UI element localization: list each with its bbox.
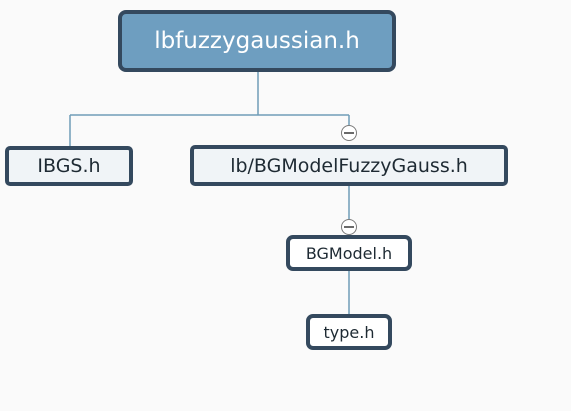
collapse-minus-icon[interactable] [341, 219, 357, 235]
node-bgmodelfuzzygauss[interactable]: lb/BGModelFuzzyGauss.h [190, 145, 508, 186]
node-root[interactable]: lbfuzzygaussian.h [118, 10, 396, 72]
node-bgmodelfuzzygauss-label: lb/BGModelFuzzyGauss.h [230, 154, 468, 177]
node-bgmodel-label: BGModel.h [305, 243, 393, 263]
collapse-minus-icon[interactable] [341, 125, 357, 141]
node-ibgs[interactable]: IBGS.h [5, 146, 133, 186]
node-root-label: lbfuzzygaussian.h [154, 28, 360, 54]
node-ibgs-label: IBGS.h [37, 155, 101, 177]
node-type[interactable]: type.h [306, 314, 392, 350]
node-type-label: type.h [323, 322, 375, 342]
node-bgmodel[interactable]: BGModel.h [286, 235, 412, 271]
